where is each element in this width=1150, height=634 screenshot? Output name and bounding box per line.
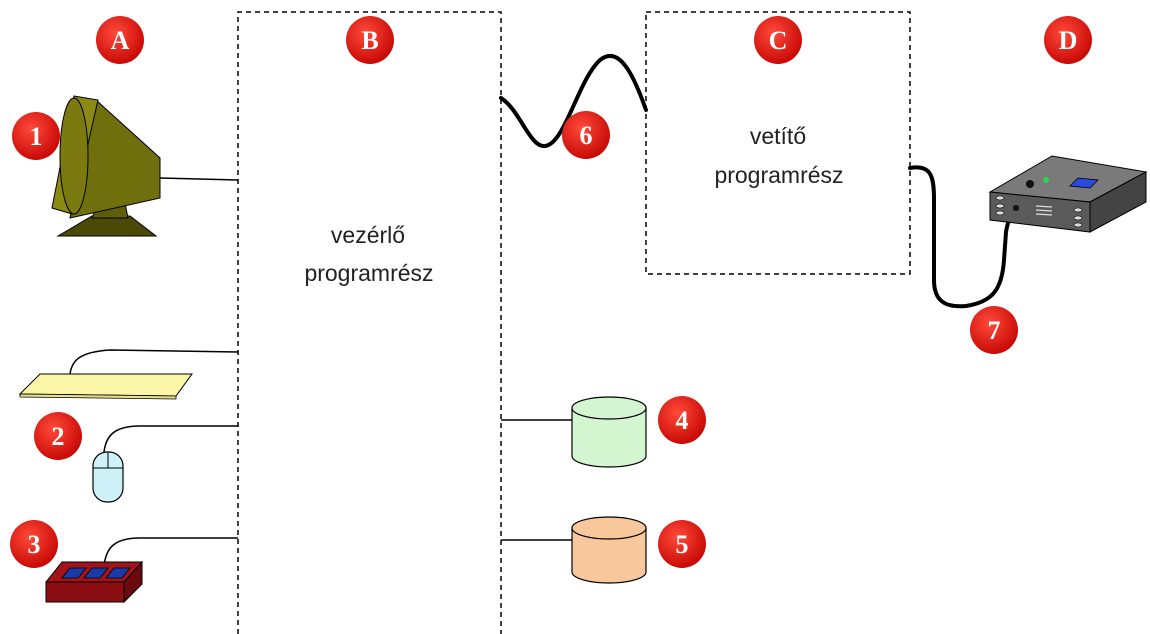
badge-7: 7 [970, 306, 1018, 354]
controller-label-line1: vezérlő [331, 222, 405, 248]
svg-text:7: 7 [988, 316, 1001, 345]
projector-label-line2: programrész [714, 162, 843, 188]
svg-text:3: 3 [28, 530, 41, 559]
svg-text:B: B [361, 26, 378, 55]
mouse-icon [92, 451, 124, 503]
controller-box [237, 11, 502, 634]
monitor-cable [159, 177, 239, 181]
badge-2: 2 [34, 412, 82, 460]
projector-icon [988, 155, 1148, 233]
svg-text:C: C [769, 26, 788, 55]
badge-D: D [1044, 16, 1092, 64]
svg-text:6: 6 [580, 121, 593, 150]
svg-text:1: 1 [30, 122, 43, 151]
keyboard-icon [18, 373, 193, 400]
svg-text:4: 4 [676, 406, 689, 435]
keyboard-cable [69, 349, 239, 375]
svg-text:D: D [1059, 26, 1078, 55]
badge-A: A [96, 16, 144, 64]
badge-4: 4 [658, 396, 706, 444]
badge-5: 5 [658, 520, 706, 568]
button-box-icon [44, 560, 144, 604]
svg-text:2: 2 [52, 422, 65, 451]
badge-1: 1 [12, 112, 60, 160]
projector-cable [908, 165, 1018, 309]
badge-6: 6 [562, 111, 610, 159]
database-icon-4 [571, 396, 647, 468]
database-icon-5 [571, 516, 647, 584]
badge-B: B [346, 16, 394, 64]
controller-label-line2: programrész [304, 260, 433, 286]
badge-3: 3 [10, 520, 58, 568]
badge-C: C [754, 16, 802, 64]
svg-text:A: A [111, 26, 130, 55]
projector-box [645, 11, 911, 275]
mouse-cable [103, 425, 238, 453]
projector-label-line1: vetítő [750, 123, 806, 149]
device-cable [103, 537, 238, 567]
network-wave [499, 54, 648, 148]
svg-text:5: 5 [676, 530, 689, 559]
monitor-icon [51, 95, 161, 237]
